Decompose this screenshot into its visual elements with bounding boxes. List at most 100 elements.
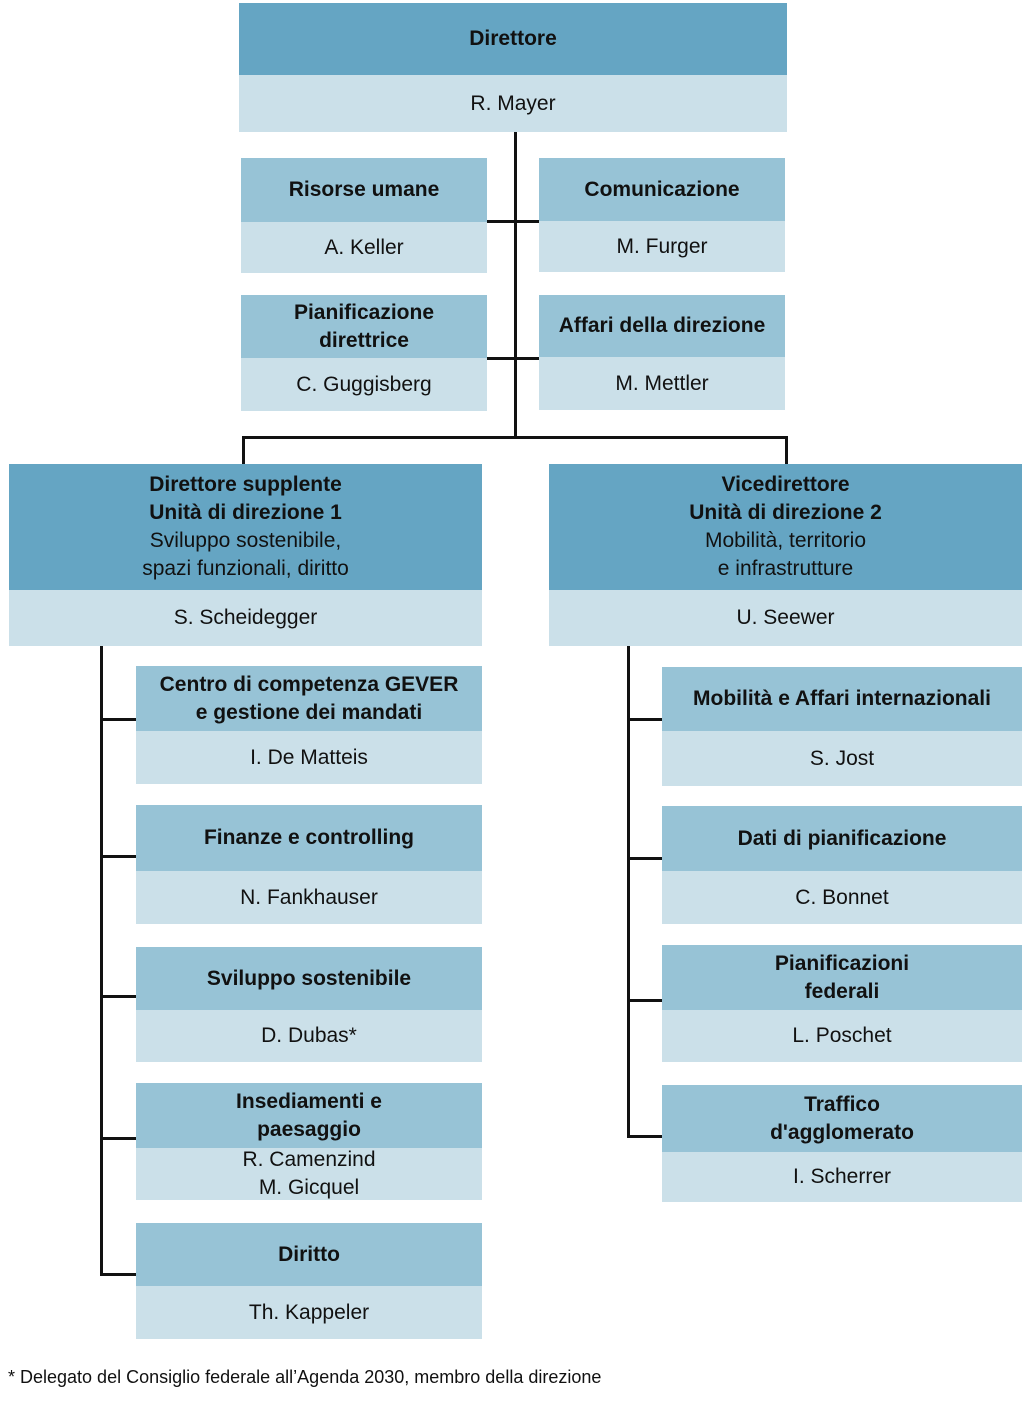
unit-title-line: Unità di direzione 1	[149, 501, 342, 524]
connector-u2-s4	[627, 1135, 663, 1138]
staff-title-line: Pianificazione	[293, 300, 435, 324]
section-title-line: Finanze e controlling	[203, 826, 414, 849]
staff-name: C. Guggisberg	[241, 358, 487, 411]
director-box: Direttore R. Mayer	[239, 3, 787, 132]
person-name: C. Bonnet	[795, 885, 889, 909]
person-name: S. Jost	[809, 746, 875, 770]
section-name: R. Camenzind M. Gicquel	[136, 1148, 482, 1200]
staff-title-line: direttrice	[319, 328, 409, 352]
staff-title: Pianificazione direttrice	[241, 295, 487, 358]
section-title: Dati di pianificazione	[662, 806, 1022, 871]
unit-subtitle-line: Sviluppo sostenibile,	[149, 529, 342, 552]
unit2-title: Vicedirettore Unità di direzione 2 Mobil…	[549, 464, 1022, 590]
person-name: N. Fankhauser	[240, 885, 378, 909]
section-title: Centro di competenza GEVER e gestione de…	[136, 666, 482, 731]
connector-u2-s2	[627, 857, 663, 860]
person-name: A. Keller	[324, 235, 404, 259]
director-title-text: Direttore	[469, 27, 557, 50]
section-title-line: Traffico	[804, 1092, 880, 1116]
section-gever: Centro di competenza GEVER e gestione de…	[136, 666, 482, 784]
unit-subtitle-line: spazi funzionali, diritto	[142, 557, 349, 580]
connector-u2-s3	[627, 999, 663, 1002]
section-title-line: Diritto	[278, 1242, 340, 1266]
footnote: * Delegato del Consiglio federale all’Ag…	[8, 1367, 602, 1387]
person-name: C. Guggisberg	[296, 372, 432, 396]
unit2-box: Vicedirettore Unità di direzione 2 Mobil…	[549, 464, 1022, 646]
unit1-name: S. Scheidegger	[9, 590, 482, 646]
person-name: M. Gicquel	[258, 1176, 360, 1199]
section-name: C. Bonnet	[662, 871, 1022, 924]
staff-title-line: Affari della direzione	[558, 314, 766, 337]
unit-subtitle-line: Mobilità, territorio	[704, 529, 867, 552]
unit1-box: Direttore supplente Unità di direzione 1…	[9, 464, 482, 646]
staff-title: Risorse umane	[241, 158, 487, 222]
staff-name: M. Mettler	[539, 357, 785, 410]
unit-title-line: Direttore supplente	[149, 473, 342, 496]
section-title: Finanze e controlling	[136, 805, 482, 871]
section-title: Pianificazioni federali	[662, 945, 1022, 1010]
connector-u1-s3	[100, 995, 136, 998]
person-name: M. Mettler	[615, 371, 709, 395]
person-name: R. Camenzind	[242, 1148, 376, 1171]
staff-affari-direzione: Affari della direzione M. Mettler	[539, 295, 785, 410]
unit-subtitle-line: e infrastrutture	[717, 557, 854, 580]
section-title: Diritto	[136, 1223, 482, 1286]
section-name: Th. Kappeler	[136, 1286, 482, 1339]
section-finanze: Finanze e controlling N. Fankhauser	[136, 805, 482, 924]
section-title-line: Sviluppo sostenibile	[206, 966, 412, 990]
staff-title: Affari della direzione	[539, 295, 785, 357]
connector-staff-1	[487, 220, 539, 223]
person-name: Th. Kappeler	[248, 1300, 370, 1324]
section-mobilita: Mobilità e Affari internazionali S. Jost	[662, 667, 1022, 786]
person-name: S. Scheidegger	[173, 606, 318, 629]
section-name: N. Fankhauser	[136, 871, 482, 924]
section-sviluppo-sostenibile: Sviluppo sostenibile D. Dubas*	[136, 947, 482, 1062]
section-diritto: Diritto Th. Kappeler	[136, 1223, 482, 1339]
staff-title-line: Risorse umane	[288, 178, 440, 201]
staff-title: Comunicazione	[539, 158, 785, 221]
person-name: L. Poschet	[792, 1024, 892, 1047]
person-name: U. Seewer	[736, 606, 835, 629]
staff-name: M. Furger	[539, 221, 785, 272]
section-insediamenti: Insediamenti e paesaggio R. Camenzind M.…	[136, 1083, 482, 1200]
connector-u1-s4	[100, 1137, 136, 1140]
director-name-text: R. Mayer	[470, 91, 556, 115]
section-traffico-agglomerato: Traffico d'agglomerato I. Scherrer	[662, 1085, 1022, 1202]
unit-title-line: Vicedirettore	[721, 473, 850, 496]
staff-comunicazione: Comunicazione M. Furger	[539, 158, 785, 272]
section-dati-pianificazione: Dati di pianificazione C. Bonnet	[662, 806, 1022, 924]
connector-units-horizontal	[242, 436, 788, 439]
section-title-line: d'agglomerato	[770, 1120, 914, 1144]
section-title-line: Mobilità e Affari internazionali	[693, 687, 991, 710]
section-name: D. Dubas*	[136, 1010, 482, 1062]
connector-main-vertical	[514, 132, 517, 438]
unit-title-line: Unità di direzione 2	[689, 501, 882, 524]
connector-u1-s2	[100, 855, 136, 858]
connector-u1-s5	[100, 1273, 136, 1276]
section-title: Mobilità e Affari internazionali	[662, 667, 1022, 731]
person-name: I. De Matteis	[250, 745, 368, 769]
person-name: D. Dubas*	[261, 1024, 357, 1047]
connector-unit1-spine	[100, 646, 103, 1276]
section-title-line: Dati di pianificazione	[737, 826, 947, 850]
connector-u1-s1	[100, 718, 136, 721]
section-name: I. Scherrer	[662, 1152, 1022, 1202]
connector-unit1-drop	[242, 436, 245, 465]
section-name: S. Jost	[662, 731, 1022, 786]
section-title-line: Insediamenti e	[236, 1089, 382, 1113]
connector-u2-s1	[627, 718, 663, 721]
section-title-line: federali	[804, 979, 880, 1003]
section-title: Sviluppo sostenibile	[136, 947, 482, 1010]
section-pianificazioni-federali: Pianificazioni federali L. Poschet	[662, 945, 1022, 1062]
unit2-name: U. Seewer	[549, 590, 1022, 646]
unit1-title: Direttore supplente Unità di direzione 1…	[9, 464, 482, 590]
section-name: I. De Matteis	[136, 731, 482, 784]
section-title: Insediamenti e paesaggio	[136, 1083, 482, 1148]
director-title: Direttore	[239, 3, 787, 75]
connector-unit2-drop	[785, 436, 788, 465]
connector-staff-2	[487, 357, 539, 360]
staff-risorse-umane: Risorse umane A. Keller	[241, 158, 487, 273]
section-title: Traffico d'agglomerato	[662, 1085, 1022, 1152]
staff-name: A. Keller	[241, 222, 487, 273]
person-name: I. Scherrer	[792, 1165, 892, 1188]
